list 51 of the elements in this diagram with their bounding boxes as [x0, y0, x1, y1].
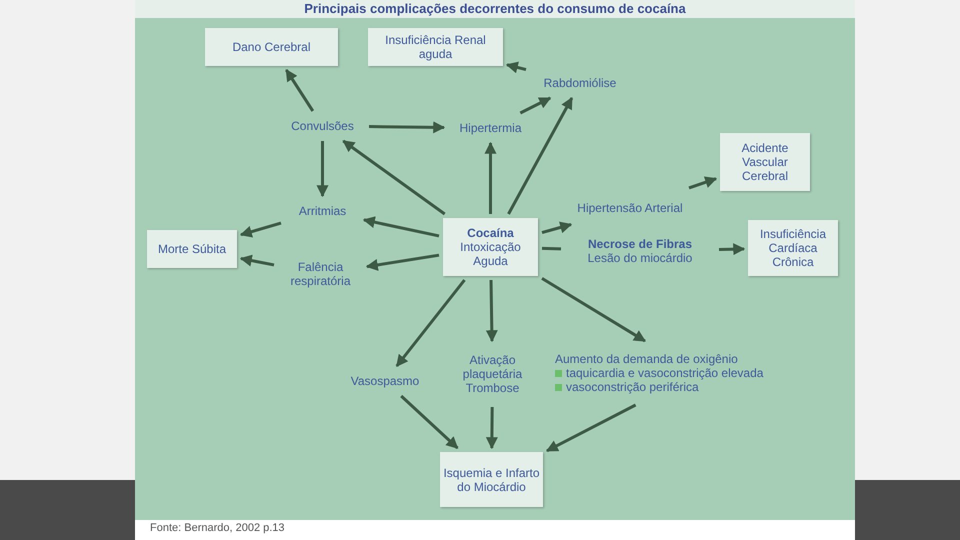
- arrow: [546, 404, 636, 452]
- arrow: [486, 406, 498, 450]
- arrow: [366, 254, 440, 271]
- node-text: Morte Súbita: [158, 242, 226, 256]
- arrow: [240, 254, 274, 266]
- arrow: [541, 277, 646, 342]
- source-note: Fonte: Bernardo, 2002 p.13: [150, 522, 285, 534]
- node-text: Rabdomiólise: [544, 76, 616, 90]
- arrow: [396, 279, 466, 367]
- arrow: [400, 394, 458, 450]
- bullet-text: taquicardia e vasoconstrição elevada: [566, 366, 764, 380]
- title: Principais complicações decorrentes do consumo de cocaína: [135, 0, 855, 18]
- arrow: [285, 69, 314, 112]
- node-text: Convulsões: [291, 119, 354, 133]
- node-box: [147, 230, 237, 268]
- arrow: [688, 176, 718, 190]
- arrow: [484, 142, 496, 214]
- arrow: [342, 140, 446, 216]
- node-text: Hipertermia: [459, 121, 522, 135]
- node-text: Acidente Vascular Cerebral: [740, 141, 790, 183]
- arrow: [520, 96, 552, 114]
- node-box: [440, 452, 543, 507]
- arrow: [362, 216, 440, 238]
- node-box: [443, 218, 538, 276]
- node-box: [720, 133, 810, 191]
- arrow: [506, 62, 526, 74]
- node-text: Ativação plaquetária Trombose: [462, 353, 524, 395]
- node-text: Dano Cerebral: [232, 40, 311, 54]
- arrow: [718, 243, 746, 256]
- node-text: Insuficiência Cardíaca Crônica: [758, 227, 828, 269]
- node-heading: Necrose de Fibras: [588, 237, 692, 251]
- node-text: Insuficiência Renal aguda: [384, 33, 487, 61]
- node-text: Arritmias: [298, 204, 346, 218]
- arrow: [316, 141, 328, 198]
- node-heading: Cocaína: [467, 226, 514, 240]
- node-box: [748, 220, 838, 276]
- node-text: Vasospasmo: [350, 374, 420, 388]
- node-text: Lesão do miocárdio: [588, 251, 692, 265]
- node-box: [205, 28, 338, 66]
- node-text: Isquemia e Infarto do Miocárdio: [442, 466, 541, 494]
- arrow: [240, 222, 282, 238]
- node-text: Falência respiratória: [289, 260, 352, 288]
- bullet-text: vasoconstrição periférica: [566, 380, 699, 394]
- arrow: [507, 96, 574, 215]
- node-box: [368, 28, 503, 66]
- node-text: Intoxicação Aguda: [459, 240, 522, 268]
- node-text: Hipertensão Arterial: [577, 201, 683, 215]
- arrow: [486, 280, 498, 342]
- arrow: [368, 121, 446, 134]
- arrow: [542, 222, 572, 234]
- node-heading: Aumento da demanda de oxigênio: [555, 352, 738, 366]
